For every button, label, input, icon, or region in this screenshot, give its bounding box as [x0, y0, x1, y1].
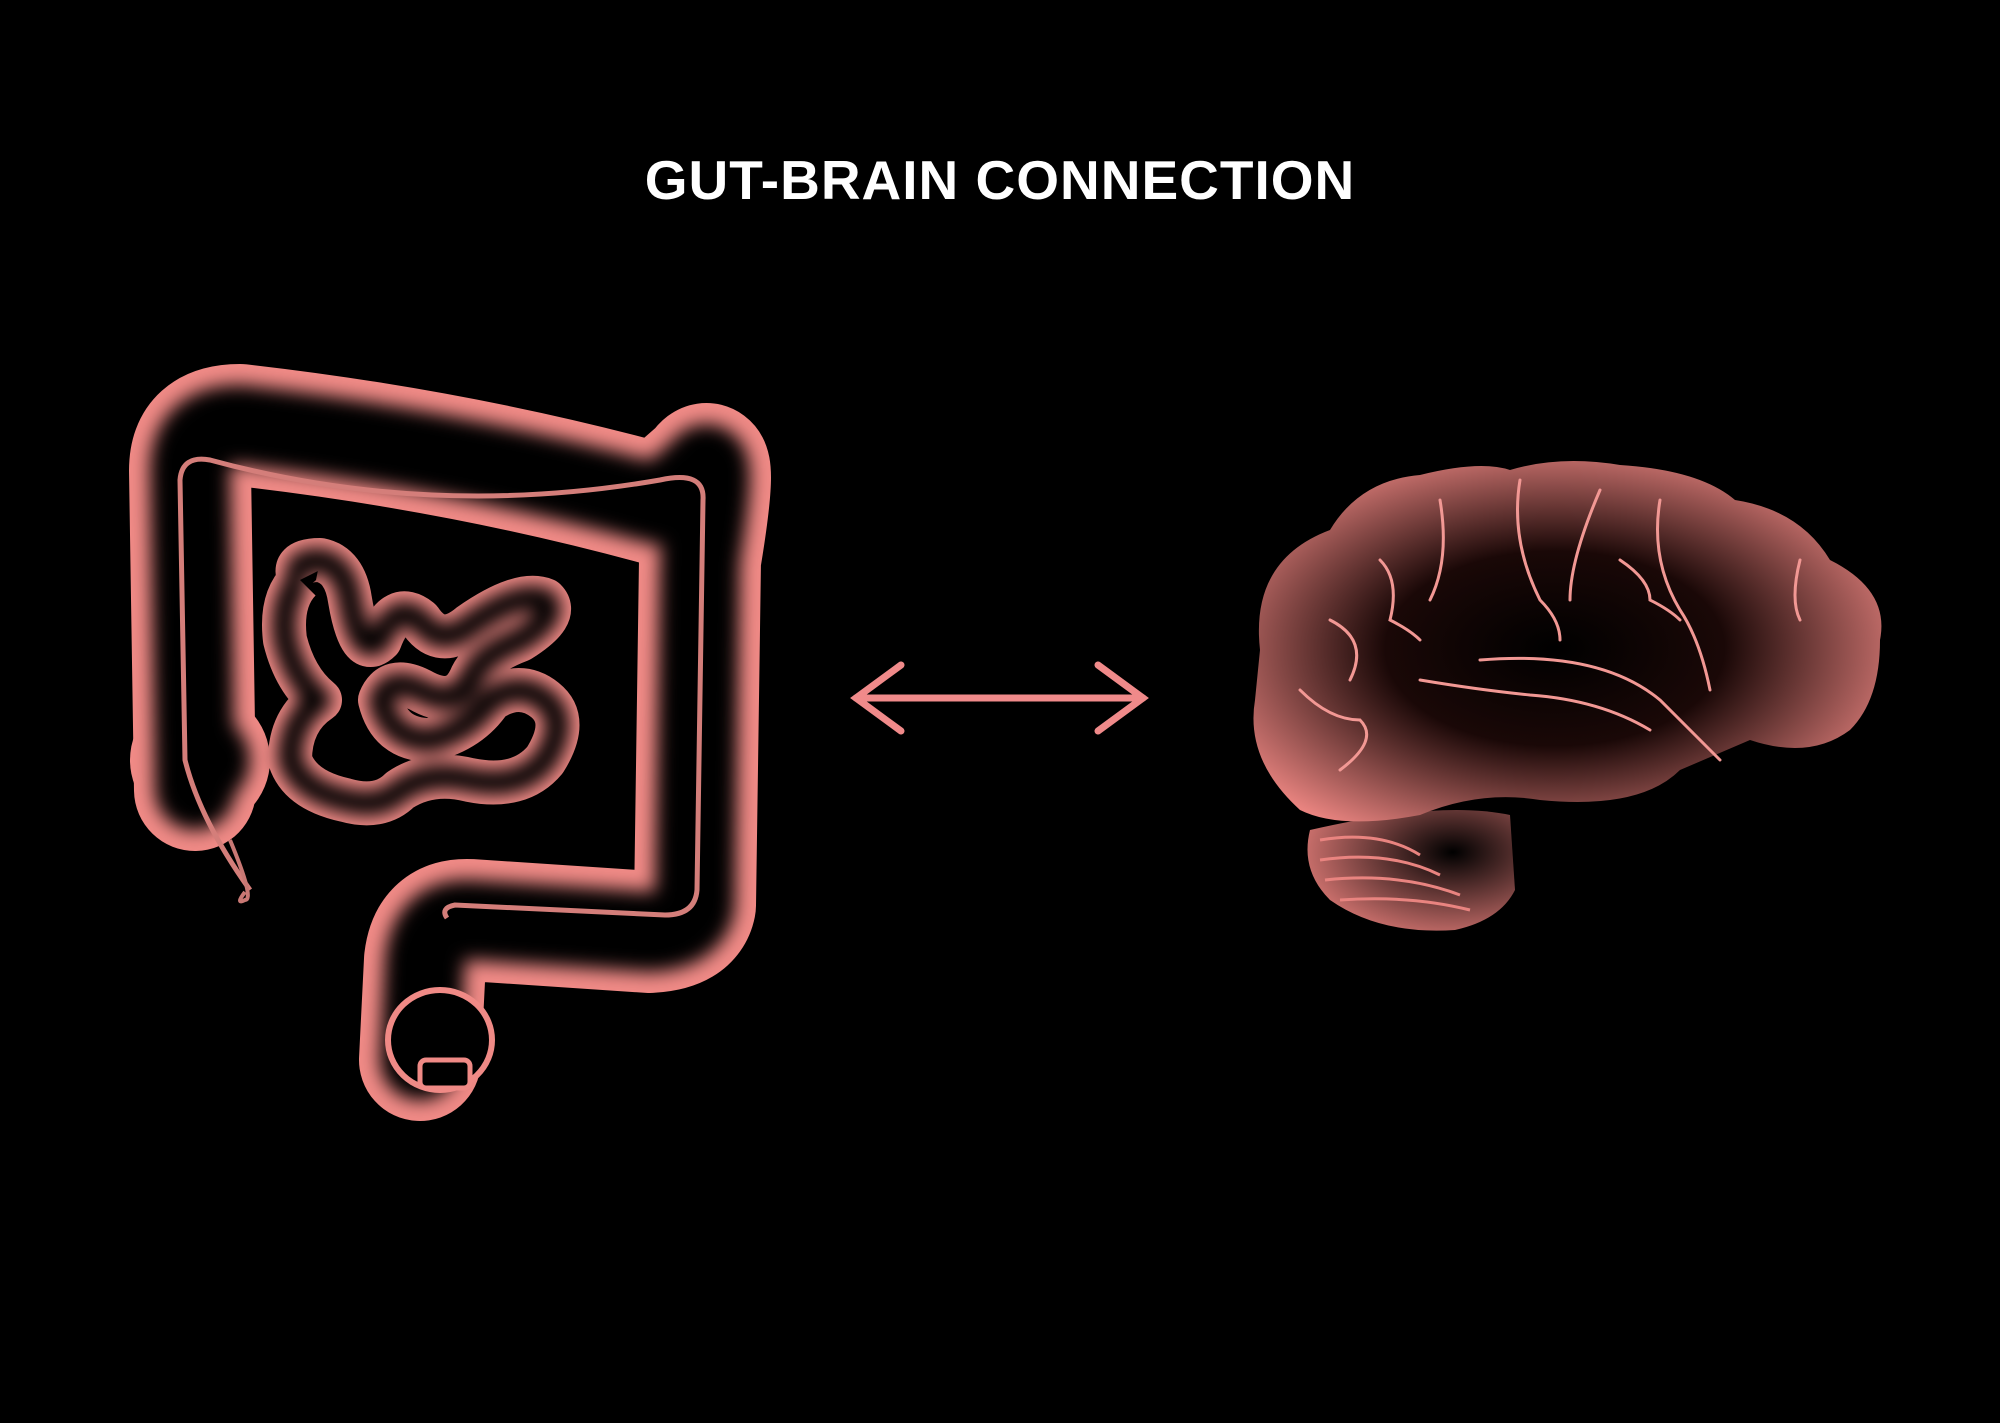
intestines-icon [129, 364, 771, 1121]
brain-icon [1253, 461, 1882, 931]
double-arrow-icon [850, 661, 1149, 735]
page-title: GUT-BRAIN CONNECTION [644, 149, 1356, 211]
